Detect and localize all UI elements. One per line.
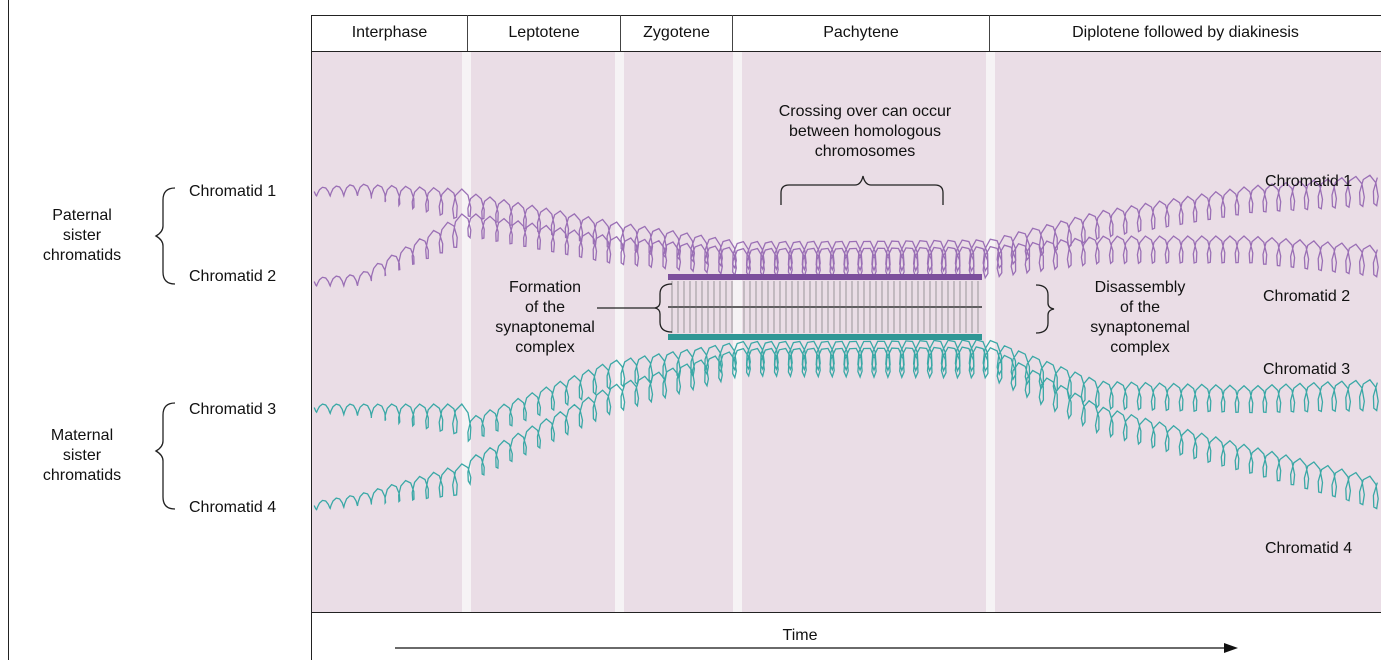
crossing-over-bracket [781, 176, 943, 205]
left-chromatid-2-label: Chromatid 2 [189, 267, 276, 287]
formation-bracket [655, 284, 672, 332]
maternal-label: Maternal sister chromatids [22, 426, 142, 486]
paternal-bracket [156, 188, 175, 284]
time-label: Time [760, 626, 840, 646]
annotation-line: of the [470, 298, 620, 318]
synaptonemal-complex [668, 274, 982, 340]
right-chromatid-3-label: Chromatid 3 [1263, 360, 1350, 380]
left-chromatid-1-label: Chromatid 1 [189, 182, 276, 202]
annotation-line: between homologous [730, 122, 1000, 142]
crossing-over-annotation: Crossing over can occur between homologo… [730, 102, 1000, 162]
formation-annotation: Formation of the synaptonemal complex [470, 278, 620, 358]
annotation-line: complex [470, 338, 620, 358]
paternal-label-line: Paternal [22, 206, 142, 226]
annotation-line: complex [1065, 338, 1215, 358]
maternal-lateral-element [668, 334, 982, 340]
paternal-label-line: chromatids [22, 246, 142, 266]
left-chromatid-3-label: Chromatid 3 [189, 400, 276, 420]
disassembly-bracket [1036, 285, 1054, 333]
annotation-line: Disassembly [1065, 278, 1215, 298]
annotation-line: synaptonemal [1065, 318, 1215, 338]
paternal-label-line: sister [22, 226, 142, 246]
right-chromatid-1-label: Chromatid 1 [1265, 172, 1352, 192]
annotation-line: Crossing over can occur [730, 102, 1000, 122]
maternal-bracket [156, 403, 175, 509]
paternal-lateral-element [668, 274, 982, 280]
annotation-line: Formation [470, 278, 620, 298]
annotation-line: chromosomes [730, 142, 1000, 162]
maternal-label-line: chromatids [22, 466, 142, 486]
right-chromatid-2-label: Chromatid 2 [1263, 287, 1350, 307]
right-chromatid-4-label: Chromatid 4 [1265, 539, 1352, 559]
annotation-line: of the [1065, 298, 1215, 318]
maternal-label-line: sister [22, 446, 142, 466]
annotation-line: synaptonemal [470, 318, 620, 338]
maternal-label-line: Maternal [22, 426, 142, 446]
left-chromatid-4-label: Chromatid 4 [189, 498, 276, 518]
paternal-label: Paternal sister chromatids [22, 206, 142, 266]
disassembly-annotation: Disassembly of the synaptonemal complex [1065, 278, 1215, 358]
